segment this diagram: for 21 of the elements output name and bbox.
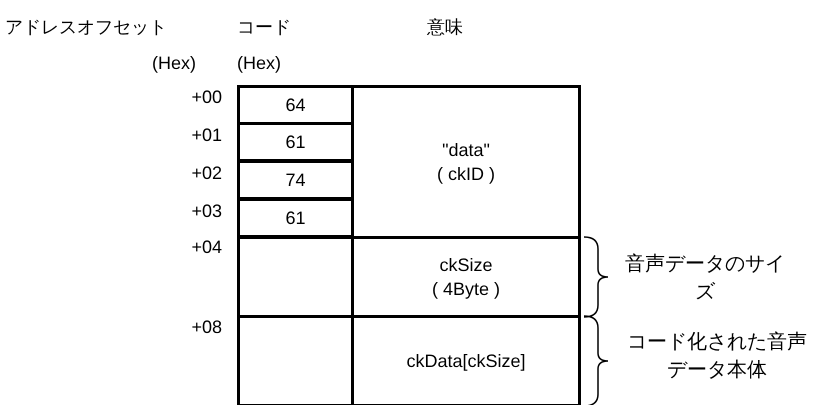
address-offset: +02	[190, 162, 222, 184]
address-offset: +01	[190, 124, 222, 146]
column-heading: (Hex)	[151, 52, 196, 74]
description-text: 音声データのサイズ	[624, 252, 786, 305]
table-cell: 64	[237, 85, 354, 125]
table-cell: 61	[237, 122, 354, 162]
column-heading: (Hex)	[237, 52, 281, 74]
column-heading: 意味	[427, 16, 463, 38]
description-text: コード化された音声データ本体	[626, 330, 808, 383]
table-cell: ckData[ckSize]	[351, 315, 581, 405]
table-cell: "data" ( ckID )	[351, 85, 581, 239]
address-offset: +08	[190, 316, 222, 338]
table-cell: 74	[237, 160, 354, 200]
address-offset: +03	[190, 200, 222, 222]
column-heading: コード	[237, 16, 291, 38]
empty-cell	[237, 315, 354, 405]
table-cell: 61	[237, 198, 354, 238]
column-heading: アドレスオフセット	[5, 16, 167, 38]
empty-cell	[237, 236, 354, 318]
address-offset: +04	[190, 236, 222, 258]
address-offset: +00	[190, 86, 222, 108]
